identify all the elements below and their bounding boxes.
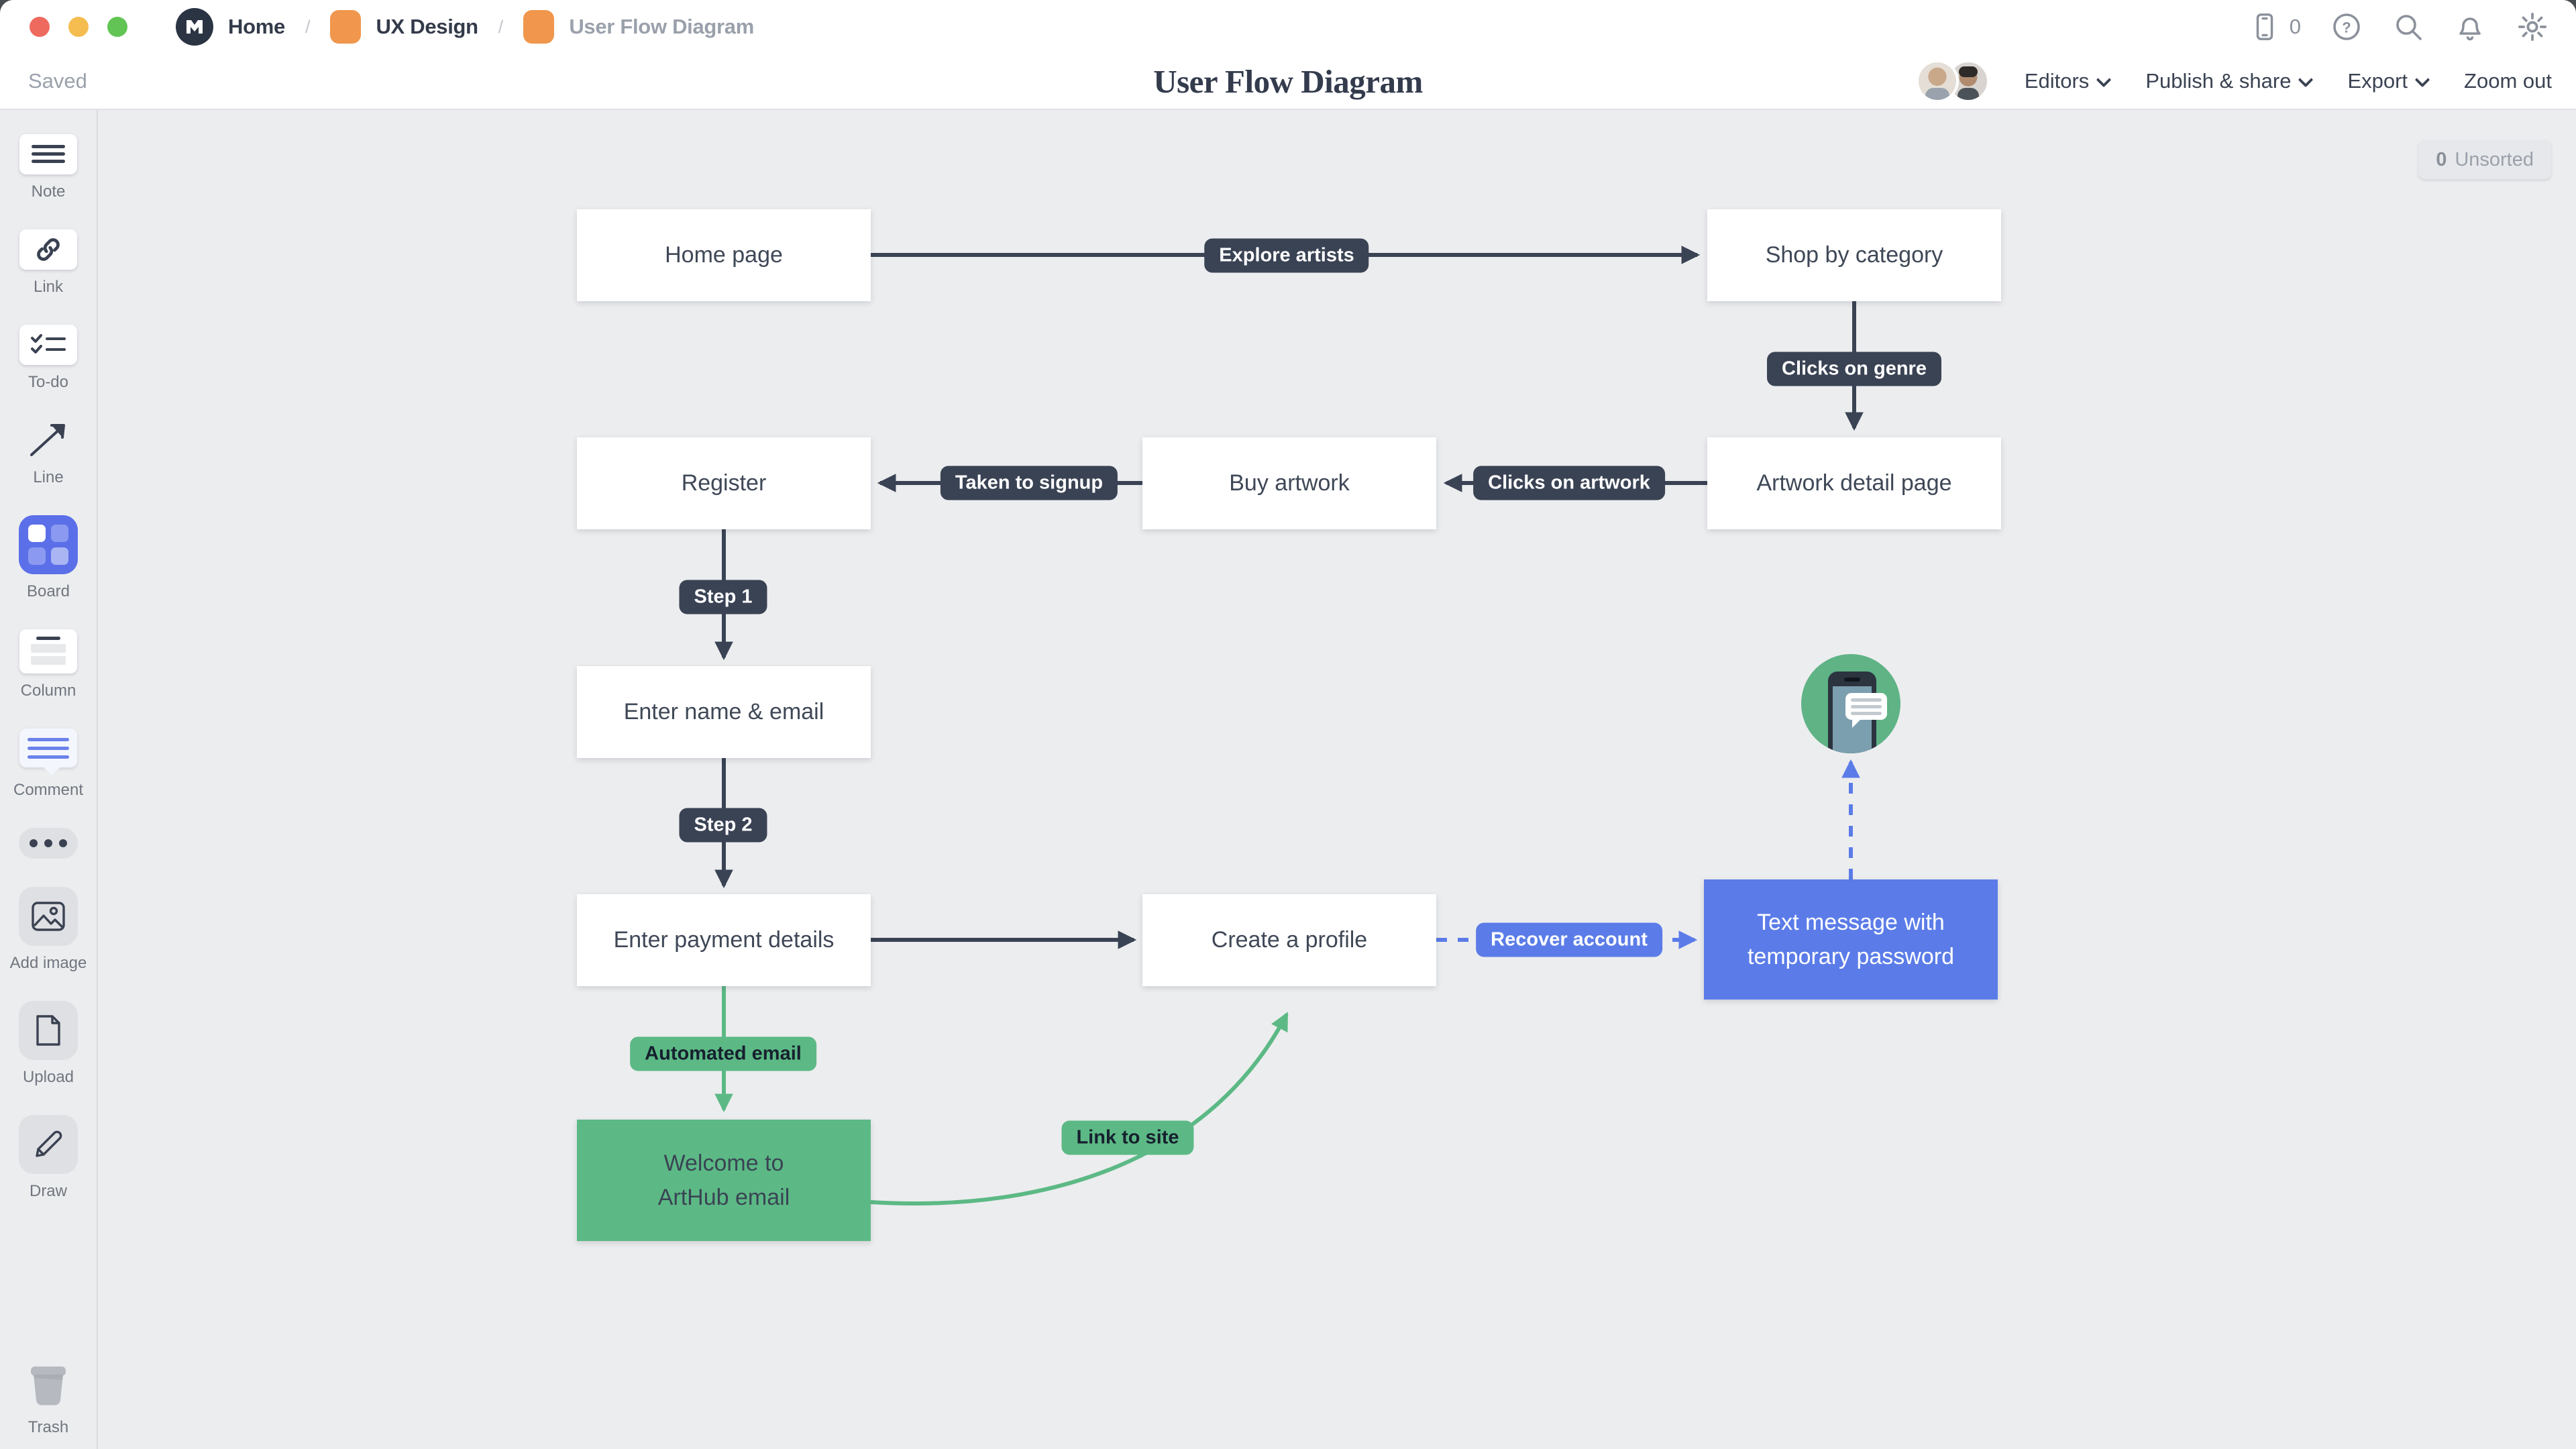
editors-menu-button[interactable]: Editors (2025, 69, 2110, 93)
add-image-icon (19, 887, 78, 946)
trash-icon (25, 1365, 71, 1410)
tool-upload[interactable]: Upload (19, 1001, 78, 1087)
edge-label-taken-to-signup[interactable]: Taken to signup (940, 466, 1118, 500)
trash-dropzone[interactable]: Trash (25, 1365, 71, 1437)
svg-text:?: ? (2342, 19, 2351, 36)
milanote-logo-icon[interactable] (176, 8, 213, 46)
column-icon (19, 629, 77, 674)
ellipsis-icon (19, 828, 78, 859)
edge-label-step-2[interactable]: Step 2 (679, 808, 767, 843)
edge-label-step-1[interactable]: Step 1 (679, 580, 767, 614)
node-buy-artwork[interactable]: Buy artwork (1142, 437, 1436, 529)
node-register[interactable]: Register (577, 437, 871, 529)
notifications-bell-icon[interactable] (2454, 11, 2486, 43)
help-icon[interactable]: ? (2330, 11, 2363, 43)
breadcrumb-home[interactable]: Home (228, 15, 285, 38)
milanote-m-glyph (186, 20, 203, 34)
edge-label-clicks-on-genre[interactable]: Clicks on genre (1767, 352, 1941, 386)
breadcrumb: Home / UX Design / User Flow Diagram (176, 8, 754, 46)
board-canvas[interactable]: Home page Shop by category Register Buy … (98, 110, 2576, 1449)
todo-icon (19, 325, 77, 365)
node-artwork-detail-page[interactable]: Artwork detail page (1707, 437, 2001, 529)
close-window-button[interactable] (30, 17, 50, 37)
tool-add-image[interactable]: Add image (10, 887, 87, 973)
tool-comment[interactable]: Comment (13, 729, 83, 800)
edge-label-explore-artists[interactable]: Explore artists (1204, 238, 1369, 273)
chevron-down-icon (2416, 72, 2429, 85)
board-tool-icon (19, 515, 78, 574)
topbar-actions: 0 ? (2249, 10, 2549, 44)
window-titlebar: Home / UX Design / User Flow Diagram 0 ? (0, 0, 2576, 54)
node-shop-by-category[interactable]: Shop by category (1707, 209, 2001, 301)
note-icon (19, 134, 77, 174)
upload-file-icon (19, 1001, 78, 1060)
board-header: Saved User Flow Diagram Editors Publish … (0, 54, 2576, 110)
breadcrumb-separator: / (305, 16, 311, 37)
phone-sms-illustration[interactable] (1801, 654, 1900, 753)
tool-column[interactable]: Column (19, 629, 77, 700)
more-tools-button[interactable] (19, 828, 78, 859)
save-status: Saved (28, 69, 87, 93)
node-enter-name-email[interactable]: Enter name & email (577, 666, 871, 758)
export-menu-button[interactable]: Export (2347, 69, 2429, 93)
publish-share-menu-button[interactable]: Publish & share (2145, 69, 2312, 93)
flow-connectors (714, 246, 1864, 1206)
breadcrumb-ux-design[interactable]: UX Design (376, 15, 478, 38)
zoom-out-button[interactable]: Zoom out (2464, 69, 2552, 93)
edge-label-clicks-on-artwork[interactable]: Clicks on artwork (1473, 466, 1665, 500)
edge-label-recover-account[interactable]: Recover account (1476, 922, 1662, 957)
settings-gear-icon[interactable] (2516, 10, 2549, 44)
node-enter-payment-details[interactable]: Enter payment details (577, 894, 871, 986)
tool-link[interactable]: Link (19, 229, 77, 297)
board-icon[interactable] (330, 10, 362, 44)
tool-board[interactable]: Board (19, 515, 78, 601)
avatar[interactable] (1915, 60, 1959, 103)
node-text-message[interactable]: Text message with temporary password (1704, 879, 1998, 1000)
unsorted-badge[interactable]: 0 Unsorted (2418, 140, 2551, 179)
edge-label-link-to-site[interactable]: Link to site (1061, 1120, 1194, 1155)
comment-icon (19, 729, 77, 775)
breadcrumb-current-board: User Flow Diagram (569, 15, 755, 38)
link-icon (19, 229, 77, 270)
board-icon[interactable] (523, 10, 555, 44)
tool-todo[interactable]: To-do (19, 325, 77, 392)
mobile-count: 0 (2289, 15, 2301, 38)
node-welcome-email[interactable]: Welcome to ArtHub email (577, 1120, 871, 1241)
tool-note[interactable]: Note (19, 134, 77, 201)
edge-label-automated-email[interactable]: Automated email (630, 1036, 816, 1071)
header-actions: Editors Publish & share Export Zoom out (1915, 60, 2552, 103)
node-create-a-profile[interactable]: Create a profile (1142, 894, 1436, 986)
line-arrow-icon (19, 420, 77, 460)
window-controls (30, 17, 127, 37)
unsorted-label: Unsorted (2455, 148, 2534, 170)
draw-pencil-icon (19, 1115, 78, 1174)
page-title[interactable]: User Flow Diagram (1153, 62, 1423, 100)
chevron-down-icon (2299, 72, 2312, 85)
editor-avatars[interactable] (1915, 60, 1990, 103)
tool-draw[interactable]: Draw (19, 1115, 78, 1201)
breadcrumb-separator: / (498, 16, 504, 37)
mobile-device-icon[interactable] (2249, 11, 2280, 42)
tool-line[interactable]: Line (19, 420, 77, 487)
unsorted-count: 0 (2436, 148, 2447, 170)
phone-sms-icon (1828, 672, 1887, 753)
zoom-window-button[interactable] (107, 17, 127, 37)
search-icon[interactable] (2392, 11, 2424, 43)
tool-sidebar: Note Link To-do (0, 110, 98, 1449)
node-home-page[interactable]: Home page (577, 209, 871, 301)
chevron-down-icon (2097, 72, 2110, 85)
minimize-window-button[interactable] (68, 17, 89, 37)
